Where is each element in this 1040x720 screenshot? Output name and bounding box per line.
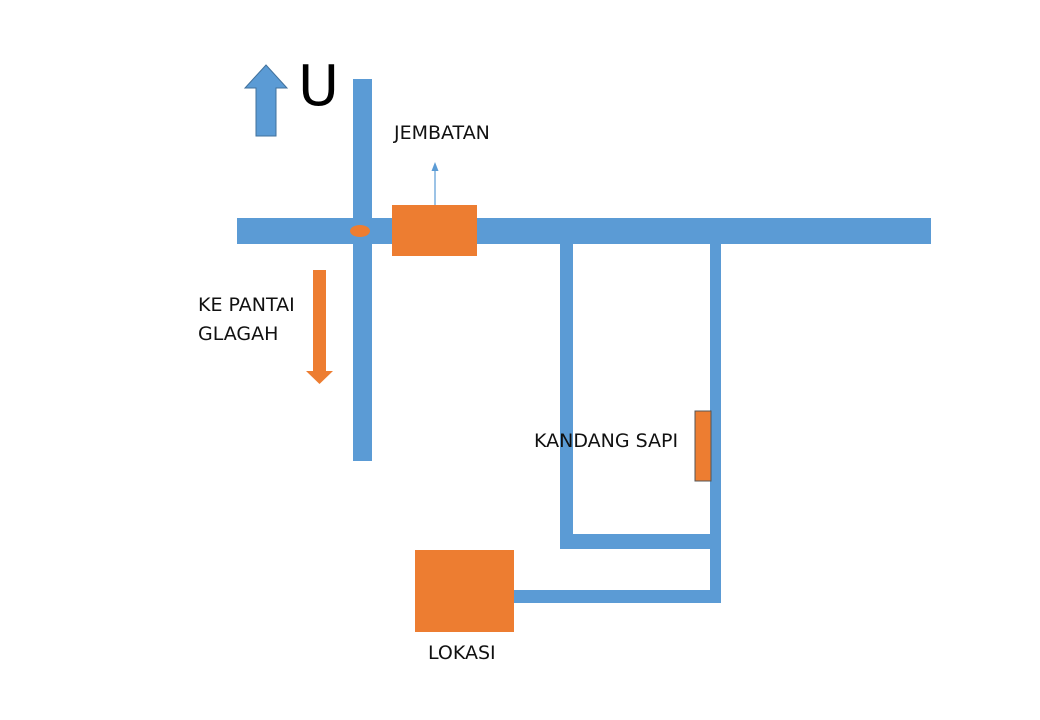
north-arrow-icon [243, 64, 289, 137]
north-south-road [353, 79, 372, 461]
branch-road-right [710, 244, 721, 592]
intersection-dot-icon [350, 225, 370, 237]
north-label: U [298, 54, 339, 119]
bridge-marker [392, 205, 477, 256]
beach-direction-label-line2: GLAGAH [198, 323, 279, 345]
road-to-location [512, 590, 721, 603]
location-label: LOKASI [428, 642, 496, 664]
bridge-label: JEMBATAN [394, 122, 490, 144]
branch-road-left [560, 244, 573, 549]
arrow-up-head [431, 162, 439, 171]
connector-road-lower [560, 534, 720, 549]
arrow-down-icon [306, 270, 333, 384]
barn-marker [694, 410, 712, 482]
barn-label: KANDANG SAPI [534, 430, 679, 452]
beach-direction-label-line1: KE PANTAI [198, 294, 295, 316]
location-marker [415, 550, 514, 632]
